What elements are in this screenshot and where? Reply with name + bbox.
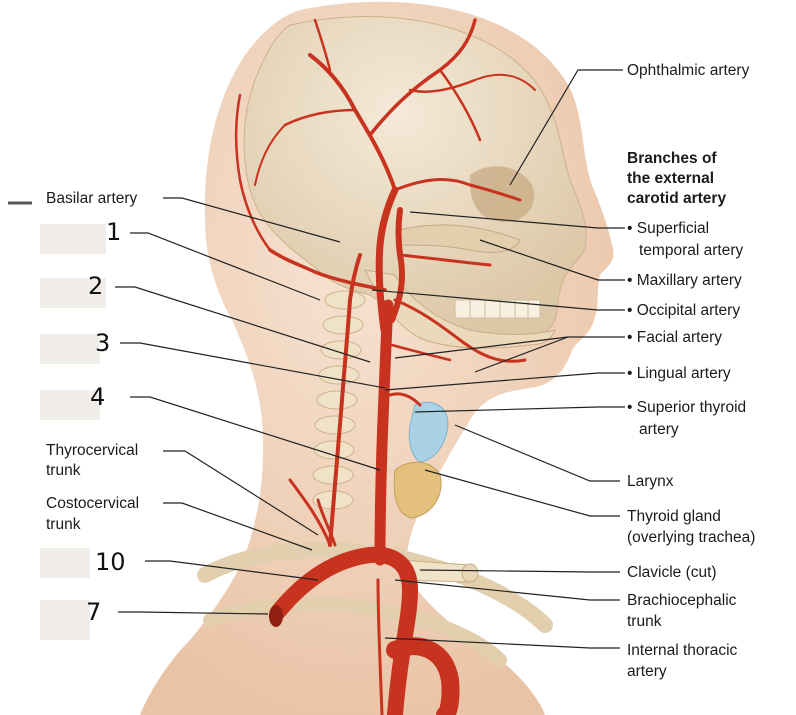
number-4: 4 — [90, 383, 106, 411]
header-external-carotid: Branches of — [627, 150, 717, 167]
label-internal-thoracic: artery — [627, 663, 667, 680]
label-superficial-temporal: temporal artery — [639, 242, 744, 259]
header-external-carotid: the external — [627, 170, 715, 187]
label-thyroid-gland: (overlying trachea) — [627, 529, 756, 546]
blank-label-box — [40, 548, 90, 578]
label-thyroid-gland: Thyroid gland — [627, 508, 721, 525]
label-maxillary-artery: • Maxillary artery — [627, 272, 742, 289]
blank-label-box — [40, 600, 90, 640]
label-superficial-temporal: • Superficial — [627, 220, 710, 237]
label-superior-thyroid: artery — [639, 421, 679, 438]
number-7: 7 — [86, 598, 102, 626]
label-ophthalmic-artery: Ophthalmic artery — [627, 62, 750, 79]
larynx — [408, 401, 449, 463]
header-external-carotid: carotid artery — [627, 190, 727, 207]
cervical-vertebrae — [312, 290, 366, 510]
blank-label-box — [40, 278, 106, 308]
label-superior-thyroid: • Superior thyroid — [627, 399, 747, 416]
label-larynx: Larynx — [627, 473, 674, 490]
subclavian-cut-end — [269, 605, 283, 627]
label-costocervical-trunk: trunk — [46, 516, 81, 533]
blank-label-box — [40, 334, 100, 364]
label-thyrocervical-trunk: trunk — [46, 462, 81, 479]
label-basilar-artery: Basilar artery — [46, 190, 138, 207]
label-costocervical-trunk: Costocervical — [46, 495, 140, 512]
label-internal-thoracic: Internal thoracic — [627, 642, 738, 659]
number-3: 3 — [95, 329, 111, 357]
number-1: 1 — [106, 218, 122, 246]
label-clavicle: Clavicle (cut) — [627, 564, 717, 581]
blank-label-box — [40, 224, 106, 254]
leader-lines — [115, 69, 625, 649]
label-brachiocephalic-trunk: Brachiocephalic — [627, 592, 737, 609]
label-occipital-artery: • Occipital artery — [627, 302, 741, 319]
label-lingual-artery: • Lingual artery — [627, 365, 731, 382]
number-2: 2 — [88, 272, 104, 300]
label-brachiocephalic-trunk: trunk — [627, 613, 662, 630]
label-facial-artery: • Facial artery — [627, 329, 723, 346]
arteries — [235, 18, 536, 715]
number-10: 10 — [95, 548, 126, 576]
thyroid-gland — [393, 461, 442, 519]
blank-label-box — [40, 390, 100, 420]
label-thyrocervical-trunk: Thyrocervical — [46, 442, 139, 459]
rib-arc — [197, 542, 553, 633]
